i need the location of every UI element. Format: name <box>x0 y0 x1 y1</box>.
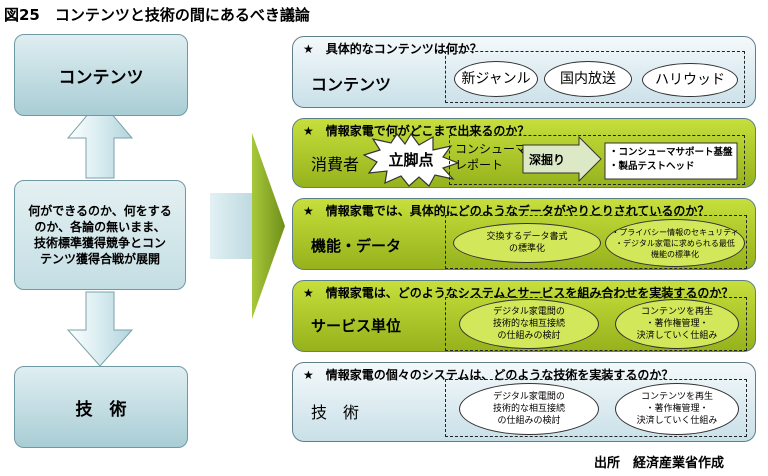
broadcast-oval: 国内放送 <box>544 61 632 97</box>
right-arrow-shaft <box>210 193 254 259</box>
panel-category: コンテンツ <box>311 75 392 94</box>
panel-category: 機能・データ <box>311 237 402 255</box>
situation-line: 何ができるのか、何をする <box>28 204 172 218</box>
deep-dive-arrow-shape <box>522 135 602 183</box>
oval-label: 国内放送 <box>560 71 616 87</box>
panel-category: サービス単位 <box>311 317 402 335</box>
oval-line: デジタル家電間の <box>493 392 565 402</box>
items-box <box>604 142 738 180</box>
panel-category: 技 術 <box>311 403 360 422</box>
left-box-contents: コンテンツ <box>14 34 188 116</box>
interconnect-oval: デジタル家電間の 技術的な相互接続 の仕組みの検討 <box>459 299 599 349</box>
panel-service-unit: ★ 情報家電は、どのようなシステムとサービスを組み合わせを実装するのか？ サービ… <box>292 280 756 352</box>
situation-line: 技術標準獲得競争とコン <box>33 236 166 250</box>
dashed-group <box>449 135 745 185</box>
oval-line: デジタル家電間の <box>493 307 565 317</box>
oval-text: デジタル家電間の 技術的な相互接続 の仕組みの検討 <box>493 391 565 427</box>
panel-question: ★ 具体的なコンテンツは何か？ <box>303 42 482 56</box>
panel-technology: ★ 情報家電の個々のシステムは、どのような技術を実装するのか？ 技 術 デジタル… <box>292 362 756 442</box>
left-box-contents-label: コンテンツ <box>58 67 144 88</box>
panel-question: ★ 情報家電で何がどこまで出来るのか？ <box>303 124 530 138</box>
situation-text: 何ができるのか、何をする のか、各論の無いまま、 技術標準獲得競争とコン テンツ… <box>28 203 172 267</box>
oval-label: ハリウッド <box>655 72 725 88</box>
oval-text: ・プライバシー情報のセキュリティ ・デジタル家電に求められる最低 機能の標準化 <box>611 227 738 260</box>
burst-shape <box>363 133 459 187</box>
oval-text: 交換するデータ書式 の標準化 <box>486 231 567 255</box>
oval-text: デジタル家電間の 技術的な相互接続 の仕組みの検討 <box>493 306 565 342</box>
oval-text: コンテンツを再生 ・著作権管理・ 決済していく仕組み <box>637 391 718 427</box>
panel-consumer: ★ 情報家電で何がどこまで出来るのか？ 消費者 立脚点 コンシューマ レポート … <box>292 118 756 188</box>
privacy-oval: ・プライバシー情報のセキュリティ ・デジタル家電に求められる最低 機能の標準化 <box>605 219 745 267</box>
oval-line: コンテンツを再生 <box>640 307 713 317</box>
panel-question: ★ 情報家電は、どのようなシステムとサービスを組み合わせを実装するのか？ <box>303 286 734 300</box>
oval-line: ・デジタル家電に求められる最低 <box>615 238 735 248</box>
deep-dive-arrow <box>522 135 738 183</box>
genre-oval: 新ジャンル <box>454 61 538 97</box>
oval-line: 交換するデータ書式 <box>486 232 568 242</box>
burst-starburst <box>363 133 459 187</box>
oval-line: ・著作権管理・ <box>645 319 709 329</box>
oval-line: の仕組みの検討 <box>497 416 561 426</box>
support-items: ・コンシューマサポート基盤 ・製品テストヘッド <box>609 146 733 174</box>
figure-title: 図25 コンテンツと技術の間にあるべき議論 <box>4 6 310 24</box>
support-item: ・製品テストヘッド <box>609 161 695 172</box>
situation-line: テンツ獲得合戦が展開 <box>39 252 160 266</box>
oval-line: 機能の標準化 <box>650 249 699 259</box>
left-box-situation: 何ができるのか、何をする のか、各論の無いまま、 技術標準獲得競争とコン テンツ… <box>14 180 186 290</box>
down-arrow-shape <box>66 291 134 367</box>
oval-line: 技術的な相互接続 <box>492 404 565 414</box>
oval-line: ・著作権管理・ <box>645 404 709 414</box>
dashed-group <box>445 51 745 103</box>
right-arrow-head <box>252 133 285 319</box>
oval-label: 新ジャンル <box>461 71 531 87</box>
consumer-report-label: コンシューマ レポート <box>455 141 527 173</box>
burst-label: 立脚点 <box>388 151 434 169</box>
dashed-group <box>445 215 747 269</box>
panel-category: 消費者 <box>311 155 360 174</box>
oval-line: の標準化 <box>508 244 545 254</box>
oval-text: コンテンツを再生 ・著作権管理・ 決済していく仕組み <box>637 306 718 342</box>
oval-line: 技術的な相互接続 <box>492 319 565 329</box>
playback-oval: コンテンツを再生 ・著作権管理・ 決済していく仕組み <box>615 383 739 435</box>
hollywood-oval: ハリウッド <box>642 63 738 97</box>
interconnect-oval: デジタル家電間の 技術的な相互接続 の仕組みの検討 <box>459 383 599 435</box>
panel-function-data: ★ 情報家電では、具体的にどのようなデータがやりとりされているのか？ 機能・デー… <box>292 198 756 270</box>
source-note: 出所 経済産業省作成 <box>593 456 724 471</box>
situation-line: のか、各論の無いまま、 <box>34 220 166 234</box>
oval-line: 決済していく仕組み <box>636 416 718 426</box>
panel-contents: ★ 具体的なコンテンツは何か？ コンテンツ 新ジャンル 国内放送 ハリウッド <box>292 36 756 108</box>
panel-question: ★ 情報家電の個々のシステムは、どのような技術を実装するのか？ <box>303 368 674 382</box>
left-box-technology-label: 技 術 <box>75 399 127 420</box>
oval-line: の仕組みの検討 <box>497 331 561 341</box>
oval-line: コンテンツを再生 <box>640 392 713 402</box>
left-connector-arrows <box>66 99 285 367</box>
report-line: レポート <box>455 158 504 172</box>
deep-dive-label: 深掘り <box>529 153 566 167</box>
playback-oval: コンテンツを再生 ・著作権管理・ 決済していく仕組み <box>615 299 739 349</box>
left-box-technology: 技 術 <box>14 366 188 448</box>
data-format-oval: 交換するデータ書式 の標準化 <box>453 223 601 263</box>
dashed-group <box>445 297 747 351</box>
oval-line: 決済していく仕組み <box>636 331 718 341</box>
dashed-group <box>445 379 747 437</box>
report-line: コンシューマ <box>455 142 528 156</box>
panel-question: ★ 情報家電では、具体的にどのようなデータがやりとりされているのか？ <box>303 204 710 218</box>
oval-line: ・プライバシー情報のセキュリティ <box>611 227 739 237</box>
up-arrow-shape <box>66 99 134 179</box>
support-item: ・コンシューマサポート基盤 <box>609 147 733 158</box>
